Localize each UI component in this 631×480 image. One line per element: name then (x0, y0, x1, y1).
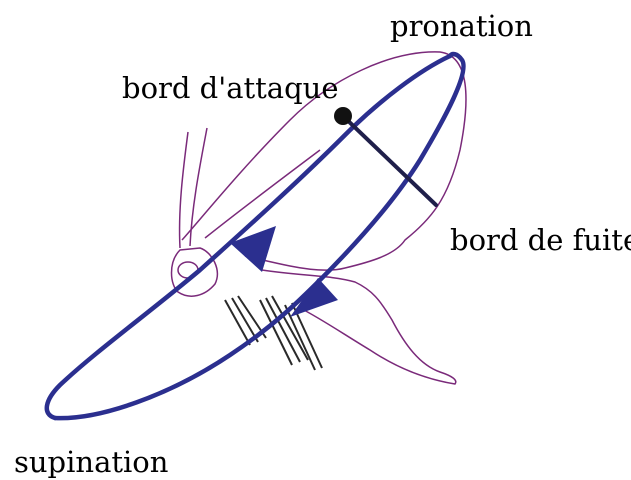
forewing-outline (181, 51, 467, 271)
label-trailing-edge: bord de fuite (450, 223, 631, 257)
stroke-path-downstroke (52, 51, 466, 421)
antenna-right (189, 127, 208, 247)
stroke-path (44, 51, 466, 421)
label-supination: supination (14, 445, 169, 479)
direction-arrow-upper (230, 226, 276, 272)
wing-chord (341, 114, 438, 207)
antenna-left (178, 131, 189, 249)
label-pronation: pronation (390, 9, 533, 43)
stroke-path-upstroke (44, 53, 453, 421)
wing-vein (204, 149, 321, 239)
label-leading-edge: bord d'attaque (122, 71, 339, 105)
leading-edge-dot (334, 107, 352, 125)
direction-arrow-lower (290, 278, 338, 317)
hindwing-outline (261, 269, 457, 385)
